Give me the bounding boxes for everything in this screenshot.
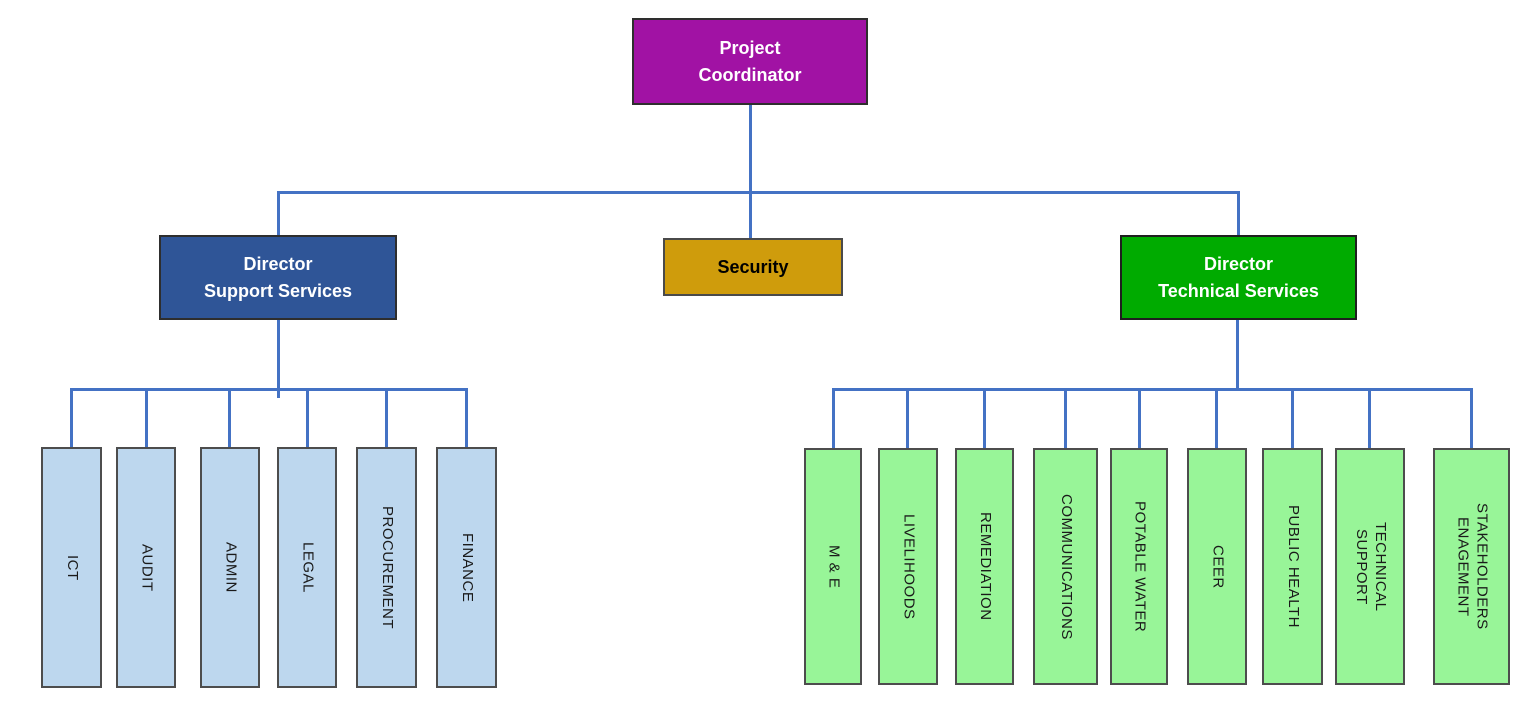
connector-technical-bus (832, 388, 1473, 391)
node-label: Project Coordinator (698, 37, 802, 85)
node-m-e: M & E (804, 448, 862, 685)
node-label: LEGAL (299, 542, 317, 593)
node-label: POTABLE WATER (1131, 500, 1149, 633)
node-label: Security (717, 256, 789, 277)
connector-drop-security (749, 191, 752, 238)
node-label: COMMUNICATIONS (1057, 493, 1075, 640)
connector-drop-audit (145, 388, 148, 448)
node-livelihoods: LIVELIHOODS (878, 448, 938, 685)
connector-drop-director-technical (1237, 191, 1240, 235)
connector-drop-ceer (1215, 388, 1218, 449)
connector-drop-ict (70, 388, 73, 448)
connector-drop-remediation (983, 388, 986, 449)
node-label: STAKEHOLDERS ENAGEMENT (1454, 503, 1491, 630)
node-finance: FINANCE (436, 447, 497, 688)
connector-drop-public-health (1291, 388, 1294, 449)
node-director-support-services: Director Support Services (159, 235, 397, 320)
node-label: ICT (63, 554, 81, 581)
node-audit: AUDIT (116, 447, 176, 688)
node-label: PUBLIC HEALTH (1284, 505, 1302, 628)
node-label: PROCUREMENT (378, 505, 396, 629)
node-label: CEER (1209, 544, 1227, 589)
node-admin: ADMIN (200, 447, 260, 688)
connector-drop-m-e (832, 388, 835, 449)
node-remediation: REMEDIATION (955, 448, 1014, 685)
node-label: M & E (825, 544, 843, 589)
node-label: FINANCE (458, 532, 476, 603)
node-director-technical-services: Director Technical Services (1120, 235, 1357, 320)
node-project-coordinator: Project Coordinator (632, 18, 868, 105)
connector-technical-vertical (1236, 320, 1239, 388)
node-ceer: CEER (1187, 448, 1247, 685)
node-legal: LEGAL (277, 447, 337, 688)
node-potable-water: POTABLE WATER (1110, 448, 1168, 685)
node-stakeholders-enagement: STAKEHOLDERS ENAGEMENT (1433, 448, 1510, 685)
node-public-health: PUBLIC HEALTH (1262, 448, 1323, 685)
connector-drop-admin (228, 388, 231, 448)
connector-drop-potable-water (1138, 388, 1141, 449)
node-security: Security (663, 238, 843, 296)
node-label: Director Support Services (203, 253, 353, 301)
connector-support-bus (70, 388, 468, 391)
connector-drop-legal (306, 388, 309, 448)
connector-drop-stakeholders (1470, 388, 1473, 449)
connector-support-vertical (277, 320, 280, 398)
connector-drop-director-support (277, 191, 280, 235)
connector-level2-bus (277, 191, 1240, 194)
connector-drop-livelihoods (906, 388, 909, 449)
node-ict: ICT (41, 447, 102, 688)
node-procurement: PROCUREMENT (356, 447, 417, 688)
node-label: AUDIT (138, 543, 156, 592)
connector-root-vertical (749, 105, 752, 191)
connector-drop-communications (1064, 388, 1067, 449)
node-label: REMEDIATION (976, 512, 994, 621)
node-technical-support: TECHNICAL SUPPORT (1335, 448, 1405, 685)
node-communications: COMMUNICATIONS (1033, 448, 1098, 685)
connector-drop-finance (465, 388, 468, 448)
connector-drop-technical-support (1368, 388, 1371, 449)
node-label: ADMIN (222, 542, 240, 593)
node-label: LIVELIHOODS (900, 513, 918, 620)
connector-drop-procurement (385, 388, 388, 448)
node-label: TECHNICAL SUPPORT (1353, 521, 1389, 612)
node-label: Director Technical Services (1158, 253, 1319, 301)
